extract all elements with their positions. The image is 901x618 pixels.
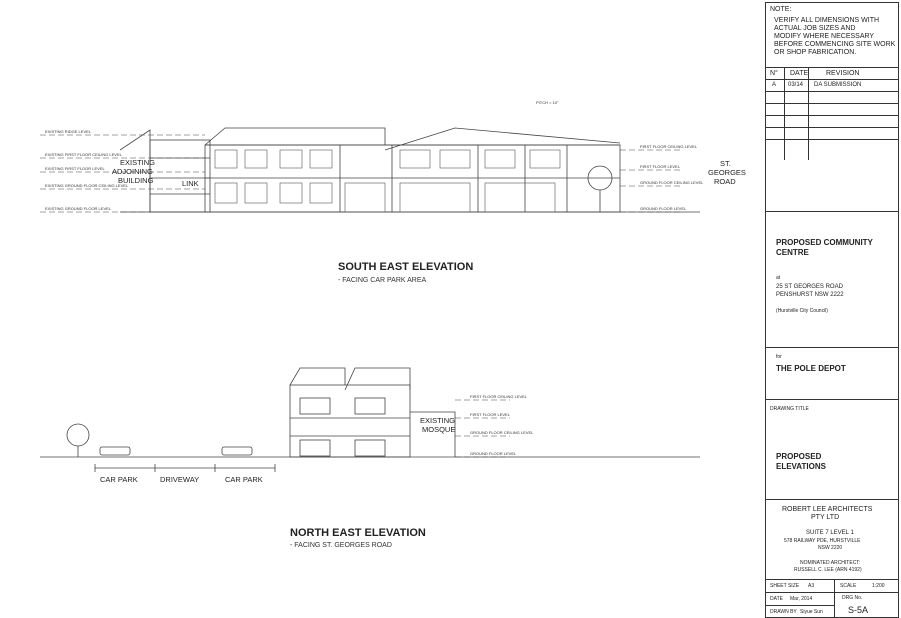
road-line-2: GEORGES — [708, 168, 746, 177]
drawn-by-label: DRAWN BY — [770, 609, 797, 615]
se-left-level-2: EXISTING FIRST FLOOR CEILING LEVEL — [45, 152, 123, 157]
firm-nominated-2: RUSSELL C. LEE (ARN 4192) — [794, 567, 862, 573]
link-label: LINK — [182, 179, 199, 188]
client-section: for THE POLE DEPOT — [766, 347, 898, 400]
drawn-by-value: Siyue Sun — [800, 609, 823, 615]
revision-table: N° DATE REVISION A 03/14 DA SUBMISSION — [766, 67, 898, 160]
firm-address-2: NSW 2220 — [818, 545, 843, 551]
se-left-level-4: EXISTING GROUND FLOOR CEILING LEVEL — [45, 183, 129, 188]
ne-subtitle: - FACING ST. GEORGES ROAD — [290, 542, 392, 549]
drawing-title-line-2: ELEVATIONS — [776, 462, 826, 471]
sheet-size: A3 — [808, 583, 815, 589]
pitch-label: PITCH = 10° — [536, 100, 559, 105]
note-line-1: VERIFY ALL DIMENSIONS WITH — [774, 17, 880, 24]
rev-header-revision: REVISION — [826, 70, 860, 77]
elevations-drawing: SOUTH EAST ELEVATION NORTH EAST ELEVATIO… — [40, 100, 746, 549]
at-label: at — [776, 275, 781, 281]
dwg-no-label: DRG No. — [842, 595, 863, 601]
existing-building-line-3: BUILDING — [118, 176, 154, 185]
north-east-elevation — [40, 367, 700, 472]
mosque-line-1: EXISTING — [420, 416, 455, 425]
firm-suite: SUITE 7 LEVEL 1 — [806, 530, 854, 536]
rev-row-date: 03/14 — [788, 82, 804, 88]
se-left-level-1: EXISTING RIDGE LEVEL — [45, 129, 92, 134]
title-block: NOTE: VERIFY ALL DIMENSIONS WITH ACTUAL … — [765, 2, 899, 618]
existing-building-line-2: ADJOINING — [112, 167, 153, 176]
drawing-title-section: DRAWING TITLE PROPOSED ELEVATIONS — [766, 399, 898, 500]
note-line-4: BEFORE COMMENCING SITE WORK — [774, 41, 896, 48]
road-line-1: ST. — [720, 159, 731, 168]
project-section: PROPOSED COMMUNITY CENTRE at 25 ST GEORG… — [766, 211, 898, 348]
council-label: (Hurstville City Council) — [776, 308, 828, 314]
ne-right-level-1: FIRST FLOOR CEILING LEVEL — [470, 394, 528, 399]
se-right-level-2: FIRST FLOOR LEVEL — [640, 164, 681, 169]
address-line-1: 25 ST GEORGES ROAD — [776, 284, 843, 290]
se-left-level-3: EXISTING FIRST FLOOR LEVEL — [45, 166, 105, 171]
existing-building-line-1: EXISTING — [120, 158, 155, 167]
project-title-line-2: CENTRE — [776, 248, 809, 257]
firm-section: ROBERT LEE ARCHITECTS PTY LTD SUITE 7 LE… — [766, 499, 898, 580]
rev-header-no: N° — [770, 70, 778, 77]
drawing-title-line-1: PROPOSED — [776, 452, 822, 461]
se-right-level-4: GROUND FLOOR LEVEL — [640, 206, 687, 211]
se-left-level-5: EXISTING GROUND FLOOR LEVEL — [45, 206, 112, 211]
date-value: Mar, 2014 — [790, 596, 813, 602]
ne-right-level-3: GROUND FLOOR CEILING LEVEL — [470, 430, 534, 435]
rev-row-revision: DA SUBMISSION — [814, 82, 862, 88]
se-right-level-3: GROUND FLOOR CEILING LEVEL — [640, 180, 704, 185]
note-line-5: OR SHOP FABRICATION. — [774, 49, 857, 56]
scale-value: 1:200 — [872, 583, 885, 589]
ne-right-level-2: FIRST FLOOR LEVEL — [470, 412, 511, 417]
note-line-3: MODIFY WHERE NECESSARY — [774, 33, 875, 40]
drawing-title-label: DRAWING TITLE — [770, 406, 809, 412]
project-title-line-1: PROPOSED COMMUNITY — [776, 238, 873, 247]
south-east-elevation — [40, 127, 700, 213]
address-line-2: PENSHURST NSW 2222 — [776, 292, 844, 298]
firm-address-1: 578 RAILWAY PDE, HURSTVILLE — [784, 538, 861, 544]
se-right-level-1: FIRST FLOOR CEILING LEVEL — [640, 144, 698, 149]
mosque-line-2: MOSQUE — [422, 425, 455, 434]
client-name: THE POLE DEPOT — [776, 364, 846, 373]
date-label: DATE — [770, 596, 783, 602]
se-subtitle: - FACING CAR PARK AREA — [338, 277, 426, 284]
ground-label-carpark-2: CAR PARK — [225, 475, 263, 484]
ground-label-carpark-1: CAR PARK — [100, 475, 138, 484]
note-heading: NOTE: — [770, 6, 792, 13]
road-line-3: ROAD — [714, 177, 736, 186]
rev-row-no: A — [772, 82, 777, 88]
sheet-info: SHEET SIZE A3 SCALE 1:200 DATE Mar, 2014… — [766, 579, 898, 618]
drawing-number: S-5A — [848, 605, 869, 615]
scale-label: SCALE — [840, 583, 857, 589]
sheet-size-label: SHEET SIZE — [770, 583, 800, 589]
firm-name-line-1: ROBERT LEE ARCHITECTS — [782, 506, 873, 513]
note-line-2: ACTUAL JOB SIZES AND — [774, 25, 856, 32]
ne-right-level-4: GROUND FLOOR LEVEL — [470, 451, 517, 456]
ground-label-driveway: DRIVEWAY — [160, 475, 199, 484]
ne-title: NORTH EAST ELEVATION — [290, 527, 426, 539]
firm-name-line-2: PTY LTD — [811, 514, 840, 521]
for-label: for — [776, 354, 782, 360]
rev-header-date: DATE — [790, 70, 809, 77]
firm-nominated-1: NOMINATED ARCHITECT: — [800, 560, 861, 566]
se-title: SOUTH EAST ELEVATION — [338, 261, 473, 273]
